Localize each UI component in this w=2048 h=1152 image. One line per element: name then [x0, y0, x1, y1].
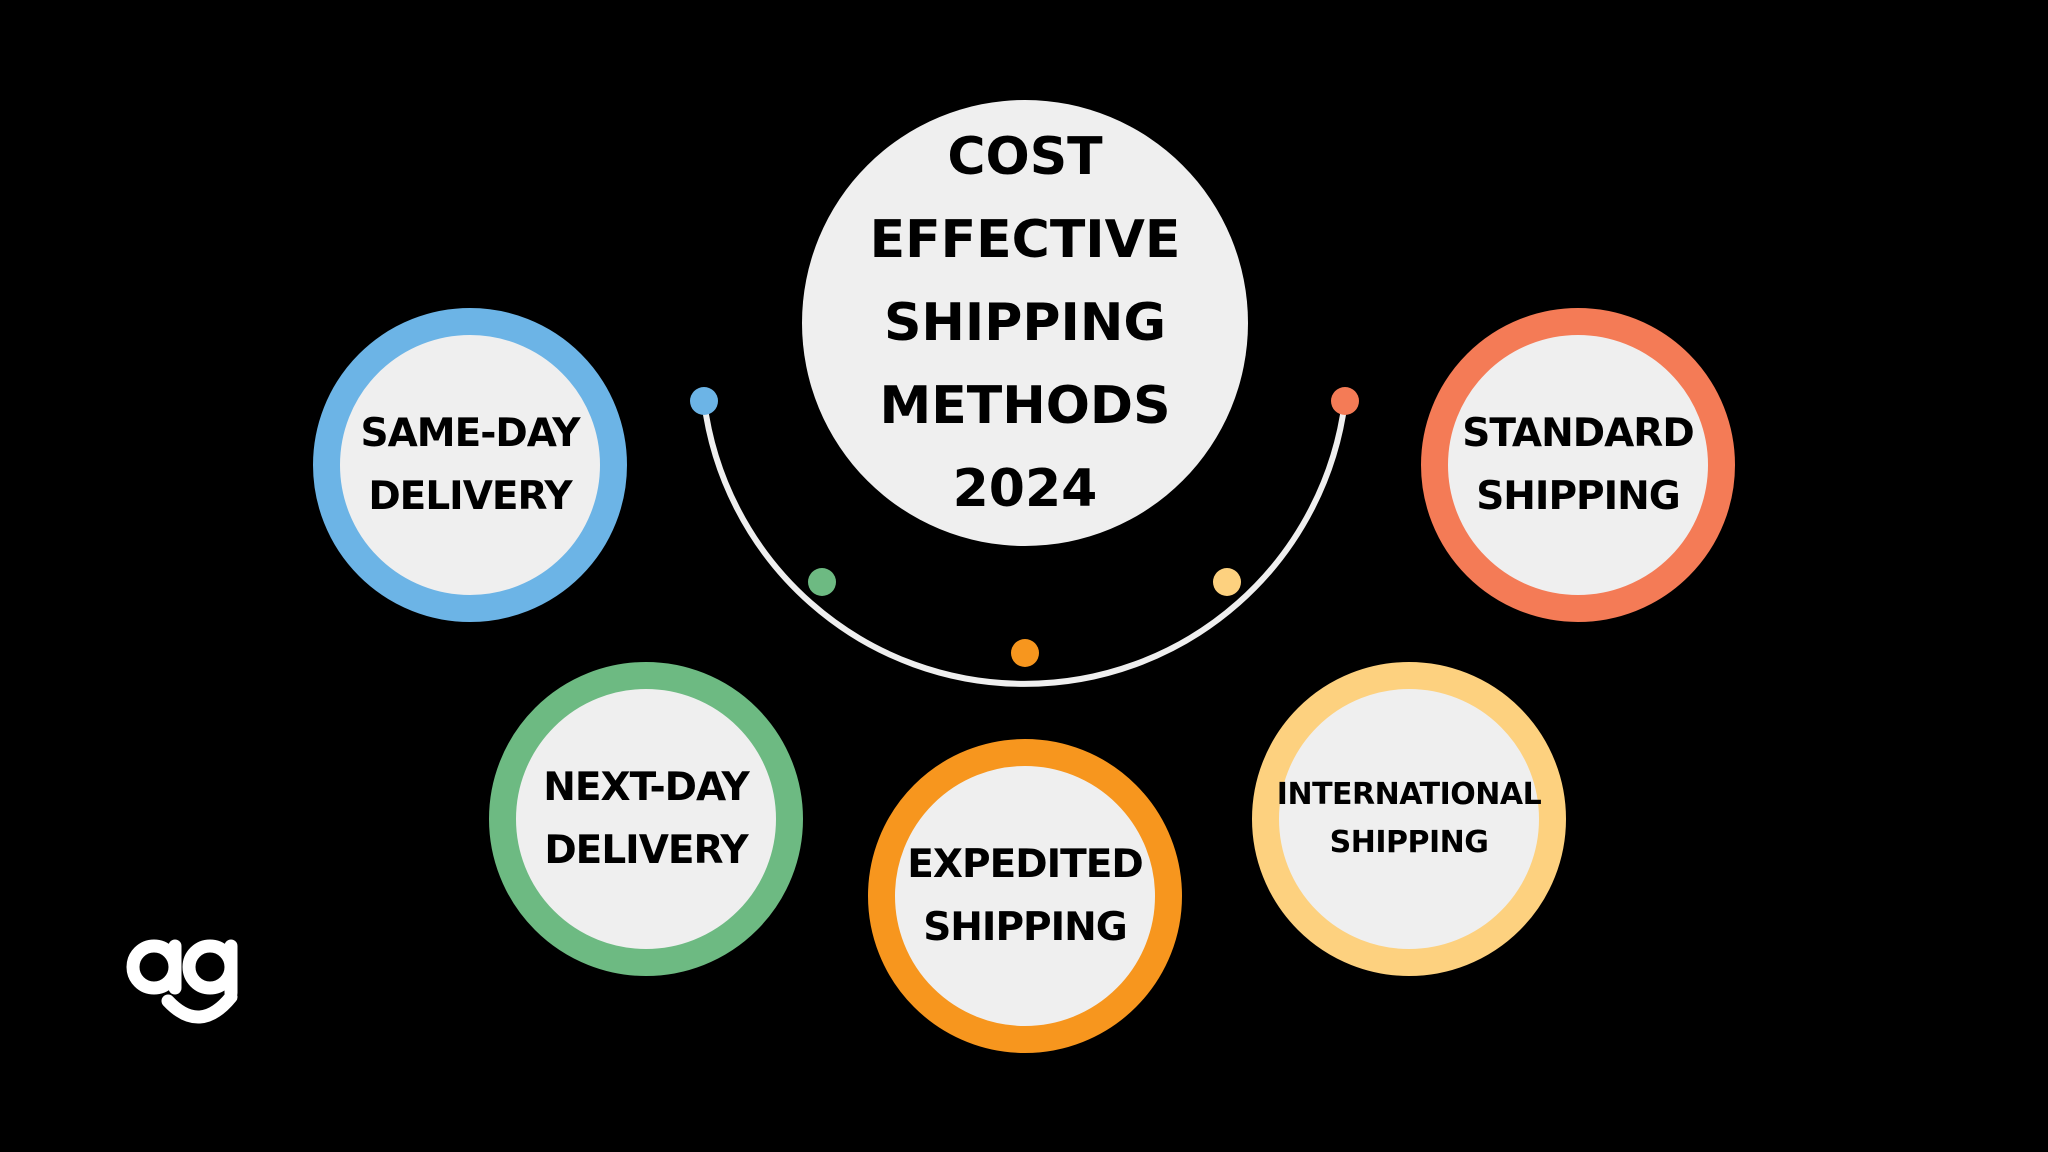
method-label-next-day: NEXT-DAY DELIVERY — [543, 765, 749, 873]
node-dot-next-day — [808, 568, 836, 596]
method-label-standard: STANDARD SHIPPING — [1462, 411, 1694, 519]
node-dot-international — [1213, 568, 1241, 596]
diagram-title: COST EFFECTIVE SHIPPING METHODS 2024 — [869, 126, 1181, 519]
node-dot-expedited — [1011, 639, 1039, 667]
node-dot-standard — [1331, 387, 1359, 415]
node-dot-same-day — [690, 387, 718, 415]
method-label-expedited: EXPEDITED SHIPPING — [907, 842, 1143, 950]
method-next-day-delivery: NEXT-DAY DELIVERY — [489, 662, 803, 976]
connector-arc — [701, 398, 1348, 687]
center-title-circle: COST EFFECTIVE SHIPPING METHODS 2024 — [802, 100, 1248, 546]
brand-logo-icon — [126, 939, 238, 1024]
method-label-same-day: SAME-DAY DELIVERY — [360, 411, 581, 519]
method-same-day-delivery: SAME-DAY DELIVERY — [313, 308, 627, 622]
method-standard-shipping: STANDARD SHIPPING — [1421, 308, 1735, 622]
method-expedited-shipping: EXPEDITED SHIPPING — [868, 739, 1182, 1053]
method-label-international: INTERNATIONAL SHIPPING — [1276, 777, 1542, 860]
method-international-shipping: INTERNATIONAL SHIPPING — [1252, 662, 1566, 976]
